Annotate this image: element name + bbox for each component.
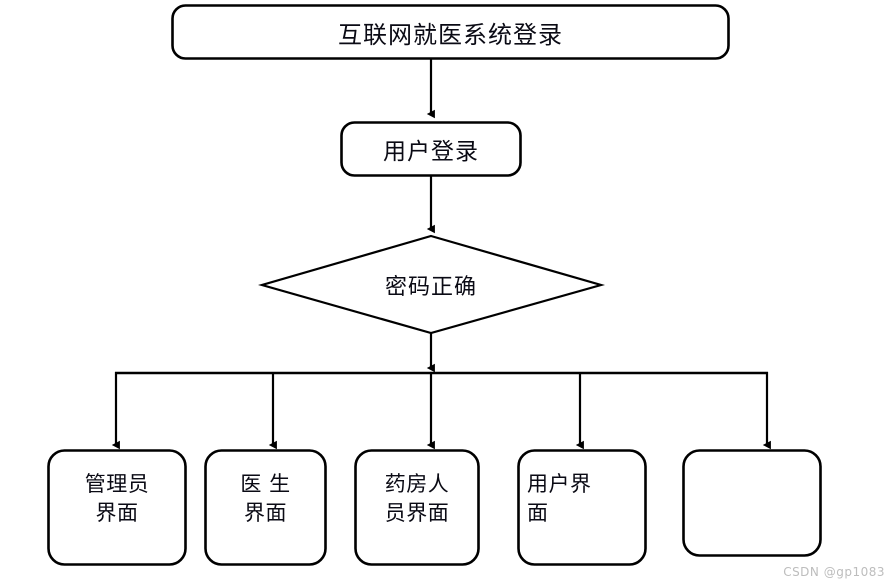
node-step-shape bbox=[340, 121, 522, 177]
node-leaf-5-shape bbox=[682, 449, 822, 557]
node-leaf-3-shape bbox=[354, 449, 480, 566]
node-title-shape bbox=[171, 4, 730, 60]
node-decision-shape bbox=[258, 234, 606, 335]
node-leaf-2-shape bbox=[204, 449, 327, 566]
node-leaf-4-shape bbox=[517, 449, 647, 566]
node-leaf-1-shape bbox=[47, 449, 187, 566]
watermark-text: CSDN @gp1083 bbox=[783, 565, 885, 579]
